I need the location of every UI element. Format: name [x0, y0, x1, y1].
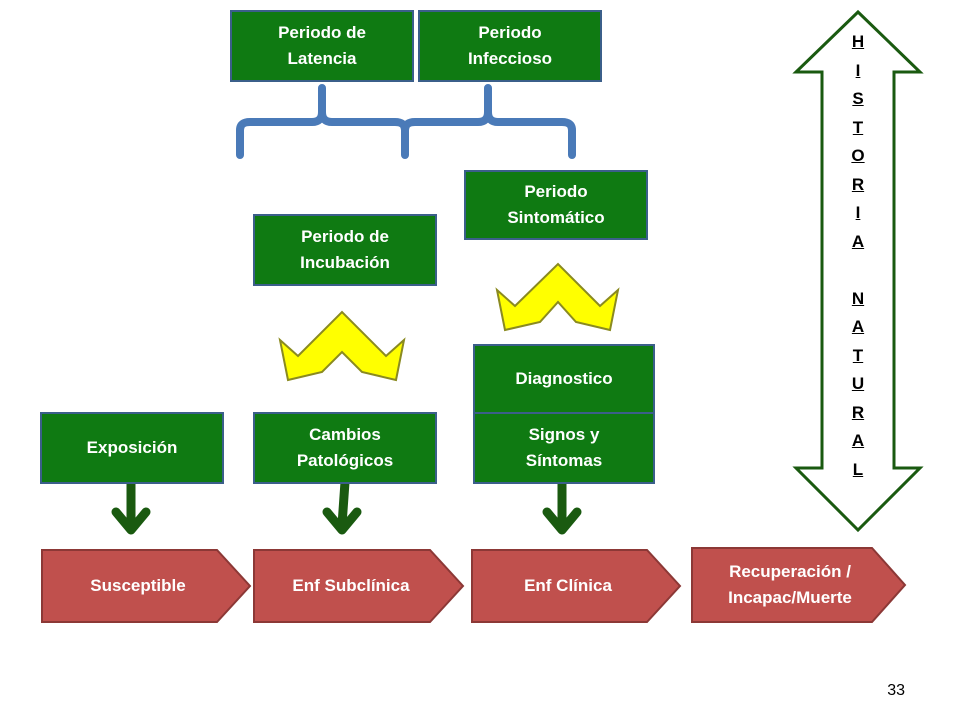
historia-natural-text: H I S T O R I A N A T U R A L [838, 28, 878, 484]
natural-letter: T [852, 345, 864, 365]
stage-clinica-shape [471, 549, 682, 623]
historia-letter: H [851, 32, 865, 51]
stage-recuperacion-shape [691, 547, 907, 623]
periodo-latencia-box: Periodo de Latencia [230, 10, 414, 82]
stage-susceptible-shape [41, 549, 252, 623]
periodo-sintomatico-box: Periodo Sintomático [464, 170, 648, 240]
stage-clinica-label: Enf Clínica [524, 576, 612, 595]
historia-letter: R [851, 174, 865, 194]
historia-natural-double-arrow [792, 9, 924, 533]
stage-susceptible-label: Susceptible [90, 576, 186, 595]
historia-letter: S [852, 89, 864, 108]
exposicion-box: Exposición [40, 412, 224, 484]
cambios-patologicos-label: Cambios Patológicos [296, 425, 394, 470]
historia-letter: O [851, 146, 865, 165]
periodo-infeccioso-label: Periodo Infeccioso [467, 23, 553, 68]
periodo-latencia-label: Periodo de Latencia [278, 23, 366, 68]
page-number: 33 [887, 682, 905, 699]
natural-letter: U [851, 374, 865, 393]
down-arrow-cambios [322, 477, 362, 535]
natural-letter: L [852, 459, 864, 479]
natural-letter: N [851, 288, 865, 308]
natural-letter: A [851, 431, 865, 450]
diagnostico-label: Diagnostico [515, 369, 613, 388]
signos-sintomas-label: Signos y Síntomas [525, 425, 603, 470]
periodo-incubacion-label: Periodo de Incubación [300, 227, 390, 272]
historia-letter-gap [838, 256, 878, 285]
incubation-chevron [278, 310, 406, 382]
down-arrow-signos [542, 477, 582, 535]
stage-subclinica-shape [253, 549, 465, 623]
periodo-incubacion-box: Periodo de Incubación [253, 214, 437, 286]
historia-letter: I [855, 60, 861, 80]
periodo-infeccioso-box: Periodo Infeccioso [418, 10, 602, 82]
natural-letter: A [851, 317, 865, 336]
stage-subclinica-label: Enf Subclínica [292, 576, 410, 595]
period-brace [236, 84, 576, 159]
natural-letter: R [851, 402, 865, 422]
historia-letter: T [852, 117, 864, 137]
cambios-patologicos-box: Cambios Patológicos [253, 412, 437, 484]
historia-letter: I [855, 203, 861, 222]
periodo-sintomatico-label: Periodo Sintomático [507, 182, 605, 227]
symptomatic-chevron [495, 262, 620, 332]
exposicion-label: Exposición [86, 438, 178, 457]
signos-sintomas-box: Signos y Síntomas [473, 412, 655, 484]
stage-recuperacion-label: Recuperación / Incapac/Muerte [728, 562, 852, 607]
historia-letter: A [851, 231, 865, 251]
down-arrow-exposicion [111, 477, 151, 535]
diagnostico-box: Diagnostico [473, 344, 655, 414]
